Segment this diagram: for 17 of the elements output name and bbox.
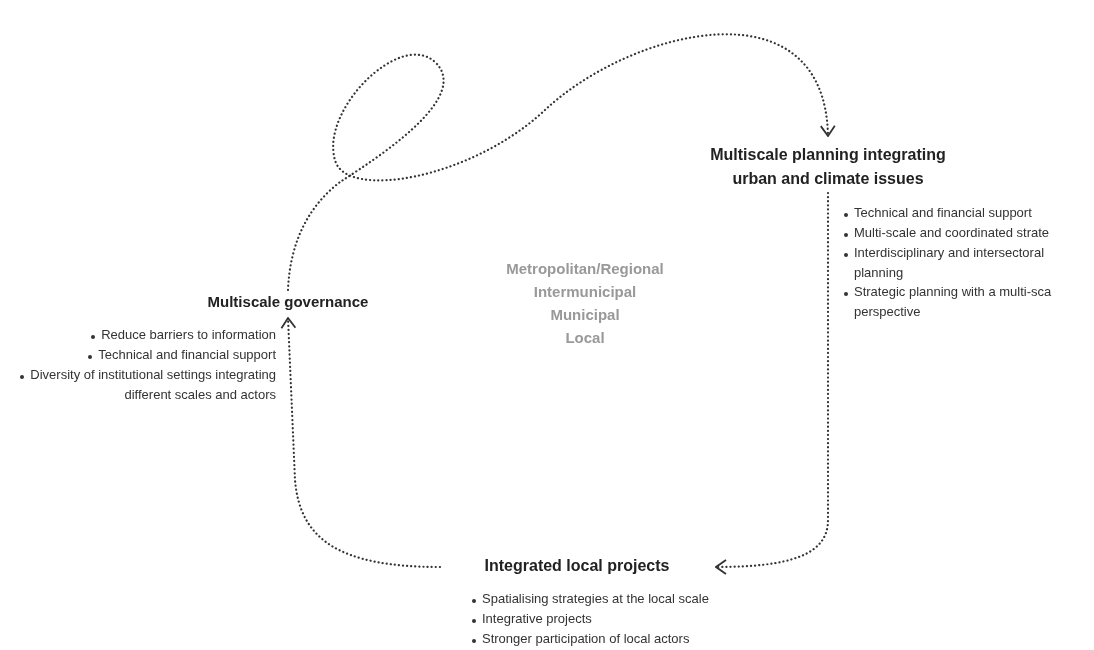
bullet-item: Stronger participation of local actors	[466, 629, 766, 650]
bullet-item: Technical and financial support	[838, 203, 1094, 224]
bullet-item: Strategic planning with a multi-sca perspective	[838, 282, 1094, 322]
dotted-arrow	[714, 191, 830, 575]
bullet-item: Interdisciplinary and intersectoral planning	[838, 243, 1094, 283]
bullet-item: Integrative projects	[466, 609, 766, 630]
scale-label: Metropolitan/Regional	[506, 259, 664, 279]
dotted-arrow	[280, 316, 442, 569]
scale-label: Intermunicipal	[533, 282, 637, 302]
bullet-item: Spatialising strategies at the local scale	[466, 589, 766, 610]
bullet-item: Diversity of institutional settings integrating different scales and actors	[14, 365, 276, 405]
dotted-arrow	[286, 33, 835, 292]
bullet-item: Technical and financial support	[14, 345, 276, 366]
scale-label: Municipal	[550, 305, 620, 325]
bullet-item: Reduce barriers to information	[14, 325, 276, 346]
bullet-item: Multi-scale and coordinated strate	[838, 223, 1094, 244]
scale-label: Local	[565, 328, 605, 348]
